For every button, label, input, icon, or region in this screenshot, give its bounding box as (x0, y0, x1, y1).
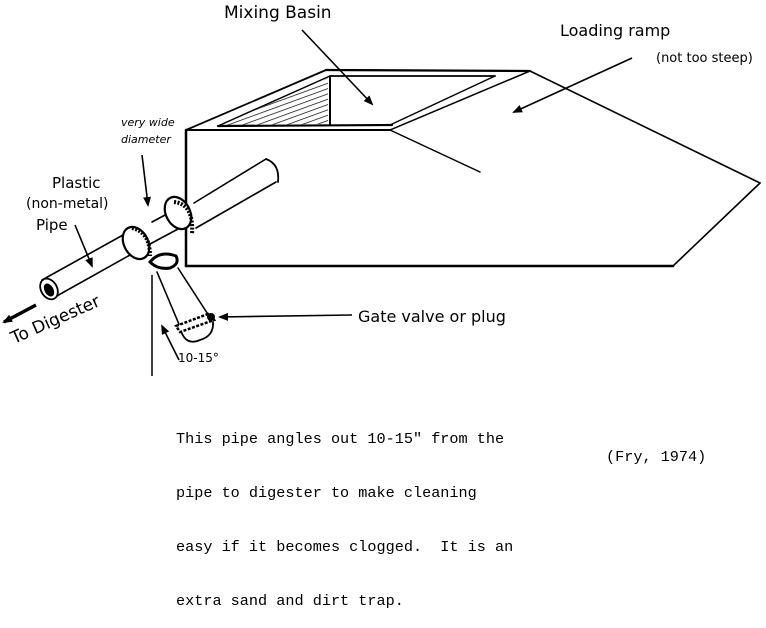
label-mixing-basin: Mixing Basin (224, 3, 332, 23)
basin-inner-wall-hatch (222, 78, 328, 125)
mixing-basin-box (184, 68, 761, 268)
biogas-mixing-basin-diagram: Mixing Basin Loading ramp (not too steep… (2, 3, 761, 376)
label-loading-ramp-note: (not too steep) (656, 51, 753, 66)
label-loading-ramp: Loading ramp (560, 21, 670, 40)
caption-line: This pipe angles out 10-15" from the (176, 430, 505, 448)
label-plastic: Plastic (52, 174, 101, 192)
angle-arrow (161, 324, 180, 361)
mixing-basin-arrow (301, 29, 374, 106)
gate-valve-clamp (174, 312, 217, 334)
label-non-metal: (non-metal) (26, 196, 109, 212)
gate-valve-arrow (218, 312, 353, 321)
caption-line: extra sand and dirt trap. (176, 592, 404, 610)
gate-valve-knob (207, 313, 215, 321)
label-to-digester: To Digester (7, 292, 103, 349)
pipe-coupling-left (121, 225, 152, 261)
caption: This pipe angles out 10-15" from the pip… (176, 394, 513, 628)
label-gate-valve: Gate valve or plug (358, 307, 506, 326)
pipe-tee (147, 252, 179, 270)
citation: (Fry, 1974) (606, 448, 707, 466)
pipe-coupling-right (163, 195, 195, 235)
label-angle: 10-15° (178, 351, 219, 365)
label-diameter: diameter (121, 133, 172, 146)
leader-arrows (2, 29, 633, 361)
label-very-wide: very wide (121, 116, 175, 129)
caption-line: easy if it becomes clogged. It is an (176, 538, 514, 556)
caption-line: pipe to digester to make cleaning (176, 484, 477, 502)
loading-ramp-arrow (512, 57, 633, 113)
angled-trap-pipe (156, 267, 214, 343)
to-digester-arrow (2, 303, 37, 324)
label-pipe: Pipe (36, 216, 68, 234)
diameter-arrow (141, 154, 152, 207)
pipe-arrow (74, 224, 93, 268)
